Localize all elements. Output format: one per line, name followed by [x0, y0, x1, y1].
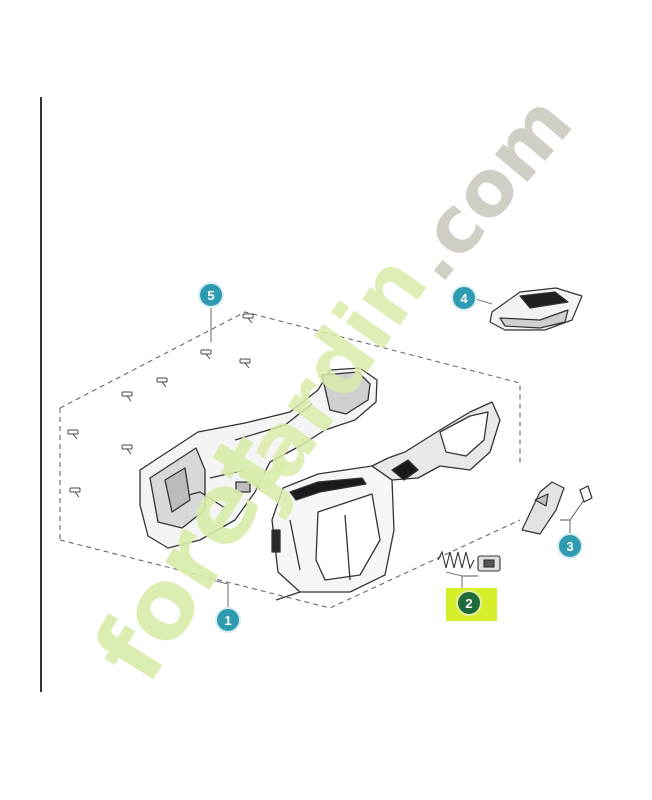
callout-2[interactable]: 2	[456, 590, 482, 616]
screw	[67, 429, 79, 440]
callout-2-label: 2	[465, 596, 472, 611]
screw	[121, 444, 133, 455]
screw	[69, 487, 81, 498]
right-housing-half	[271, 401, 501, 601]
screw	[200, 349, 212, 360]
screw	[156, 377, 168, 388]
callout-5-label: 5	[207, 288, 214, 303]
callout-3-label: 3	[566, 539, 573, 554]
left-housing-half	[139, 367, 378, 549]
screw	[121, 391, 133, 402]
screw-set	[67, 313, 254, 498]
callout-5[interactable]: 5	[198, 282, 224, 308]
screw	[242, 313, 254, 324]
screw	[239, 358, 251, 369]
latch-clip-parts	[521, 481, 593, 535]
callout-1[interactable]: 1	[215, 607, 241, 633]
watermark-part-3: .com	[386, 79, 590, 298]
battery-cover	[489, 287, 583, 331]
callout-3[interactable]: 3	[557, 533, 583, 559]
spring-and-connector	[437, 550, 501, 572]
callout-4-label: 4	[460, 291, 468, 306]
callout-1-label: 1	[224, 613, 231, 628]
callout-4[interactable]: 4	[451, 285, 477, 311]
assembly-dashed-box	[59, 311, 521, 609]
